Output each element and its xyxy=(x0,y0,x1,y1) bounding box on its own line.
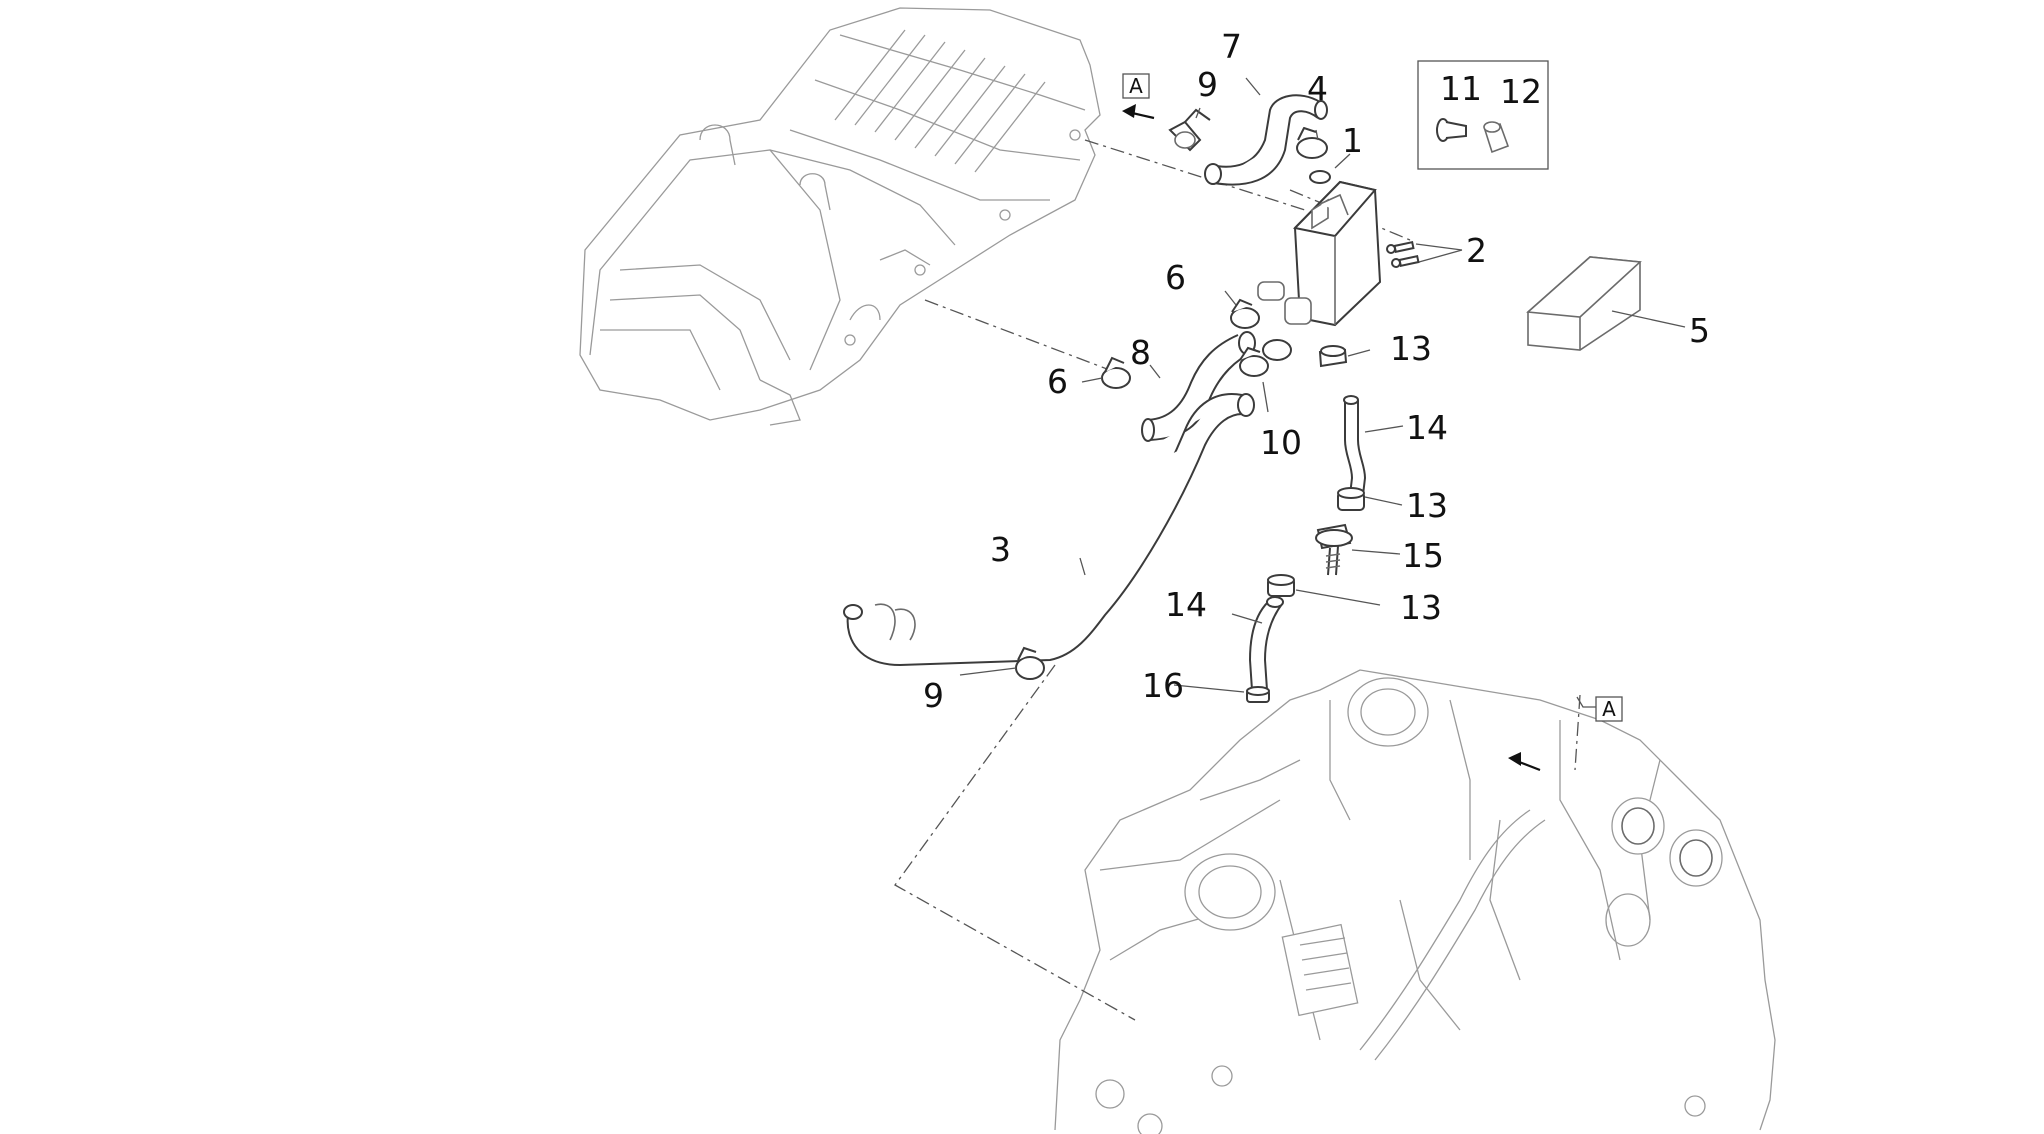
spacer-12 xyxy=(1483,121,1510,154)
fitting-13-middle xyxy=(1337,487,1365,511)
bolt-11 xyxy=(1436,118,1467,142)
reference-marker-top-label: A xyxy=(1129,74,1143,98)
hose-8 xyxy=(1141,331,1257,442)
callout-3: 3 xyxy=(990,530,1011,569)
elbow-hose-7 xyxy=(1204,94,1328,186)
leader-lines xyxy=(959,77,1686,693)
fitting-13-lower xyxy=(1267,574,1295,597)
reference-marker-top: A xyxy=(1122,73,1155,120)
foam-block-5 xyxy=(1526,256,1642,351)
callout-6-upper: 6 xyxy=(1165,258,1186,297)
clamp-6-lower xyxy=(1101,356,1131,389)
pipe-14-upper xyxy=(1343,395,1367,496)
clamp-9-lower xyxy=(1015,646,1045,680)
ref-line-engine-marker xyxy=(1574,694,1581,771)
oil-breather-separator xyxy=(1257,170,1382,327)
callout-8: 8 xyxy=(1130,333,1151,372)
clamp-6-upper xyxy=(1230,298,1260,329)
airbox-ribs xyxy=(834,29,1046,173)
callout-13-middle: 13 xyxy=(1406,486,1448,525)
callout-numbers: 7 9 4 1 11 12 2 5 6 8 6 13 10 14 13 15 3… xyxy=(923,27,1710,715)
fitting-13-top xyxy=(1318,345,1348,368)
ref-line-hose-to-engine xyxy=(894,664,1136,1021)
breather-hose-3 xyxy=(843,393,1255,667)
callout-11: 11 xyxy=(1440,69,1482,108)
clamp-4 xyxy=(1296,126,1328,159)
callout-2: 2 xyxy=(1466,231,1487,270)
reference-marker-bottom: A xyxy=(1508,696,1623,772)
callout-5: 5 xyxy=(1689,311,1710,350)
callout-9-lower: 9 xyxy=(923,676,944,715)
check-valve-15 xyxy=(1315,523,1353,576)
airbox-assembly xyxy=(579,7,1101,426)
engine-assembly xyxy=(1054,669,1776,1134)
clamp-10 xyxy=(1239,339,1292,377)
callout-4: 4 xyxy=(1307,69,1328,108)
clamp-9-top xyxy=(1168,108,1211,152)
callout-14-lower: 14 xyxy=(1165,585,1207,624)
reference-marker-bottom-label: A xyxy=(1602,697,1616,721)
callout-16: 16 xyxy=(1142,666,1184,705)
callout-13-top: 13 xyxy=(1390,329,1432,368)
callout-7: 7 xyxy=(1221,27,1242,66)
callout-13-lower: 13 xyxy=(1400,588,1442,627)
screws xyxy=(1386,241,1420,268)
callout-6-lower: 6 xyxy=(1047,362,1068,401)
callout-10: 10 xyxy=(1260,423,1302,462)
callout-12: 12 xyxy=(1500,72,1542,111)
callout-9-top: 9 xyxy=(1197,65,1218,104)
callout-15: 15 xyxy=(1402,536,1444,575)
pipe-14-lower xyxy=(1248,596,1284,691)
fitting-16 xyxy=(1246,686,1270,703)
kit-box xyxy=(1417,60,1549,170)
callout-1: 1 xyxy=(1342,121,1363,160)
callout-14-upper: 14 xyxy=(1406,408,1448,447)
ref-line-airbox-to-separator xyxy=(1084,139,1306,211)
ref-line-airbox-to-clamp xyxy=(924,299,1116,373)
